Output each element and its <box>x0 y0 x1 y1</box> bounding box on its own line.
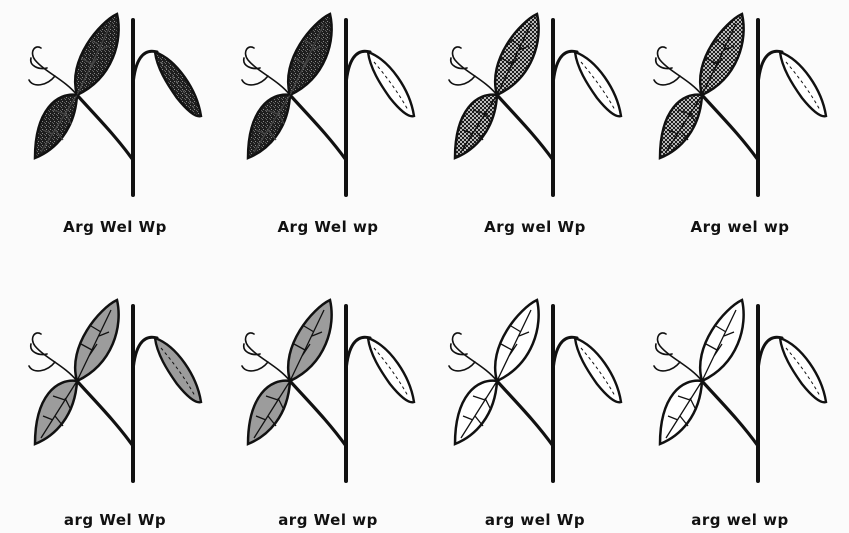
seed-pod <box>780 338 826 402</box>
leaf-branch <box>702 95 758 160</box>
leaf-branch <box>77 95 133 160</box>
leaf-branch <box>290 381 346 446</box>
leaf-branch <box>290 95 346 160</box>
plant-panel <box>242 14 414 195</box>
seed-pod <box>368 338 414 402</box>
tendril <box>29 333 77 381</box>
genotype-label: arg wel Wp <box>435 511 635 529</box>
plant-panel <box>449 300 621 481</box>
tendril <box>449 333 497 381</box>
leaf-branch <box>497 381 553 446</box>
tendril <box>449 47 497 95</box>
seed-pod <box>155 52 201 116</box>
seed-pod <box>368 52 414 116</box>
genotype-label: Arg wel Wp <box>435 218 635 236</box>
plant-panel <box>654 14 826 195</box>
seed-pod <box>155 338 201 402</box>
leaf-branch <box>497 95 553 160</box>
plant-panel <box>449 14 621 195</box>
tendril <box>654 333 702 381</box>
leaf-branch <box>702 381 758 446</box>
genotype-label: Arg Wel wp <box>228 218 428 236</box>
genotype-label: Arg Wel Wp <box>15 218 215 236</box>
pod-peduncle <box>346 51 370 85</box>
tendril <box>29 47 77 95</box>
leaf-branch <box>77 381 133 446</box>
plant-panel <box>242 300 414 481</box>
seed-pod <box>780 52 826 116</box>
genotype-label: arg Wel Wp <box>15 511 215 529</box>
tendril <box>654 47 702 95</box>
pod-peduncle <box>133 337 157 371</box>
pod-peduncle <box>758 337 782 371</box>
tendril <box>242 333 290 381</box>
genotype-label: arg Wel wp <box>228 511 428 529</box>
pod-peduncle <box>346 337 370 371</box>
pod-peduncle <box>133 51 157 85</box>
plant-panel <box>29 14 201 195</box>
genotype-label: arg wel wp <box>640 511 840 529</box>
seed-pod <box>575 52 621 116</box>
plant-panel <box>654 300 826 481</box>
genotype-label: Arg wel wp <box>640 218 840 236</box>
tendril <box>242 47 290 95</box>
pod-peduncle <box>553 337 577 371</box>
seed-pod <box>575 338 621 402</box>
pod-peduncle <box>553 51 577 85</box>
pod-peduncle <box>758 51 782 85</box>
plant-panel <box>29 300 201 481</box>
